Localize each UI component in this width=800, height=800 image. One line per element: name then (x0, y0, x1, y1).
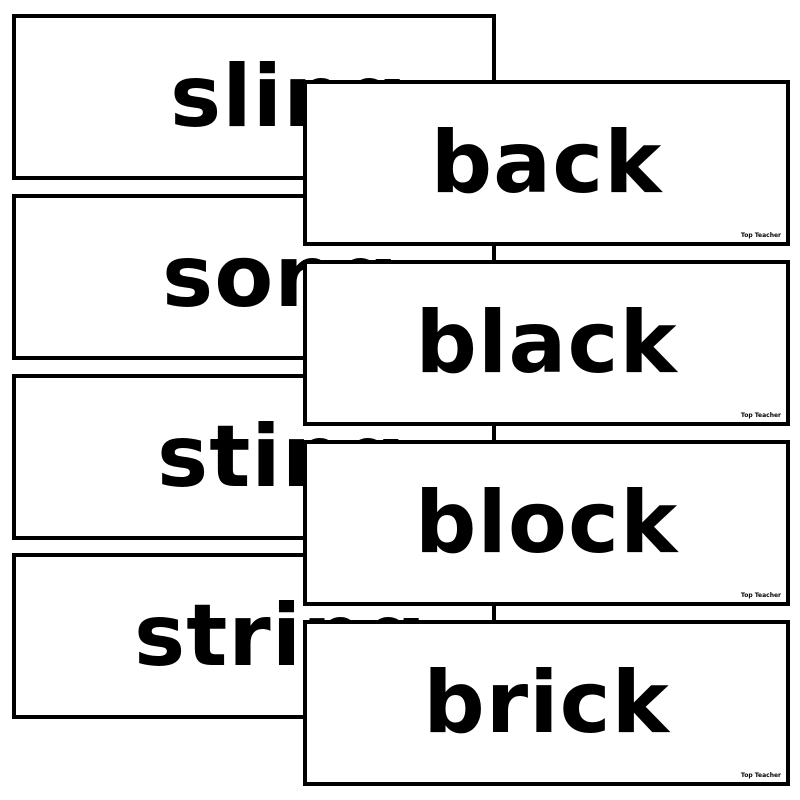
flashcard-brick: brick Top Teacher (303, 620, 790, 786)
brand-label: Top Teacher (740, 772, 781, 779)
flashcard-word: block (414, 473, 679, 573)
brand-label: Top Teacher (740, 412, 781, 419)
flashcard-block: block Top Teacher (303, 440, 790, 606)
flashcard-word: black (415, 293, 678, 393)
brand-label: Top Teacher (740, 592, 781, 599)
flashcard-black: black Top Teacher (303, 260, 790, 426)
flashcard-word: back (430, 113, 663, 213)
brand-label: Top Teacher (740, 232, 781, 239)
flashcard-back: back Top Teacher (303, 80, 790, 246)
flashcard-word: brick (423, 653, 670, 753)
